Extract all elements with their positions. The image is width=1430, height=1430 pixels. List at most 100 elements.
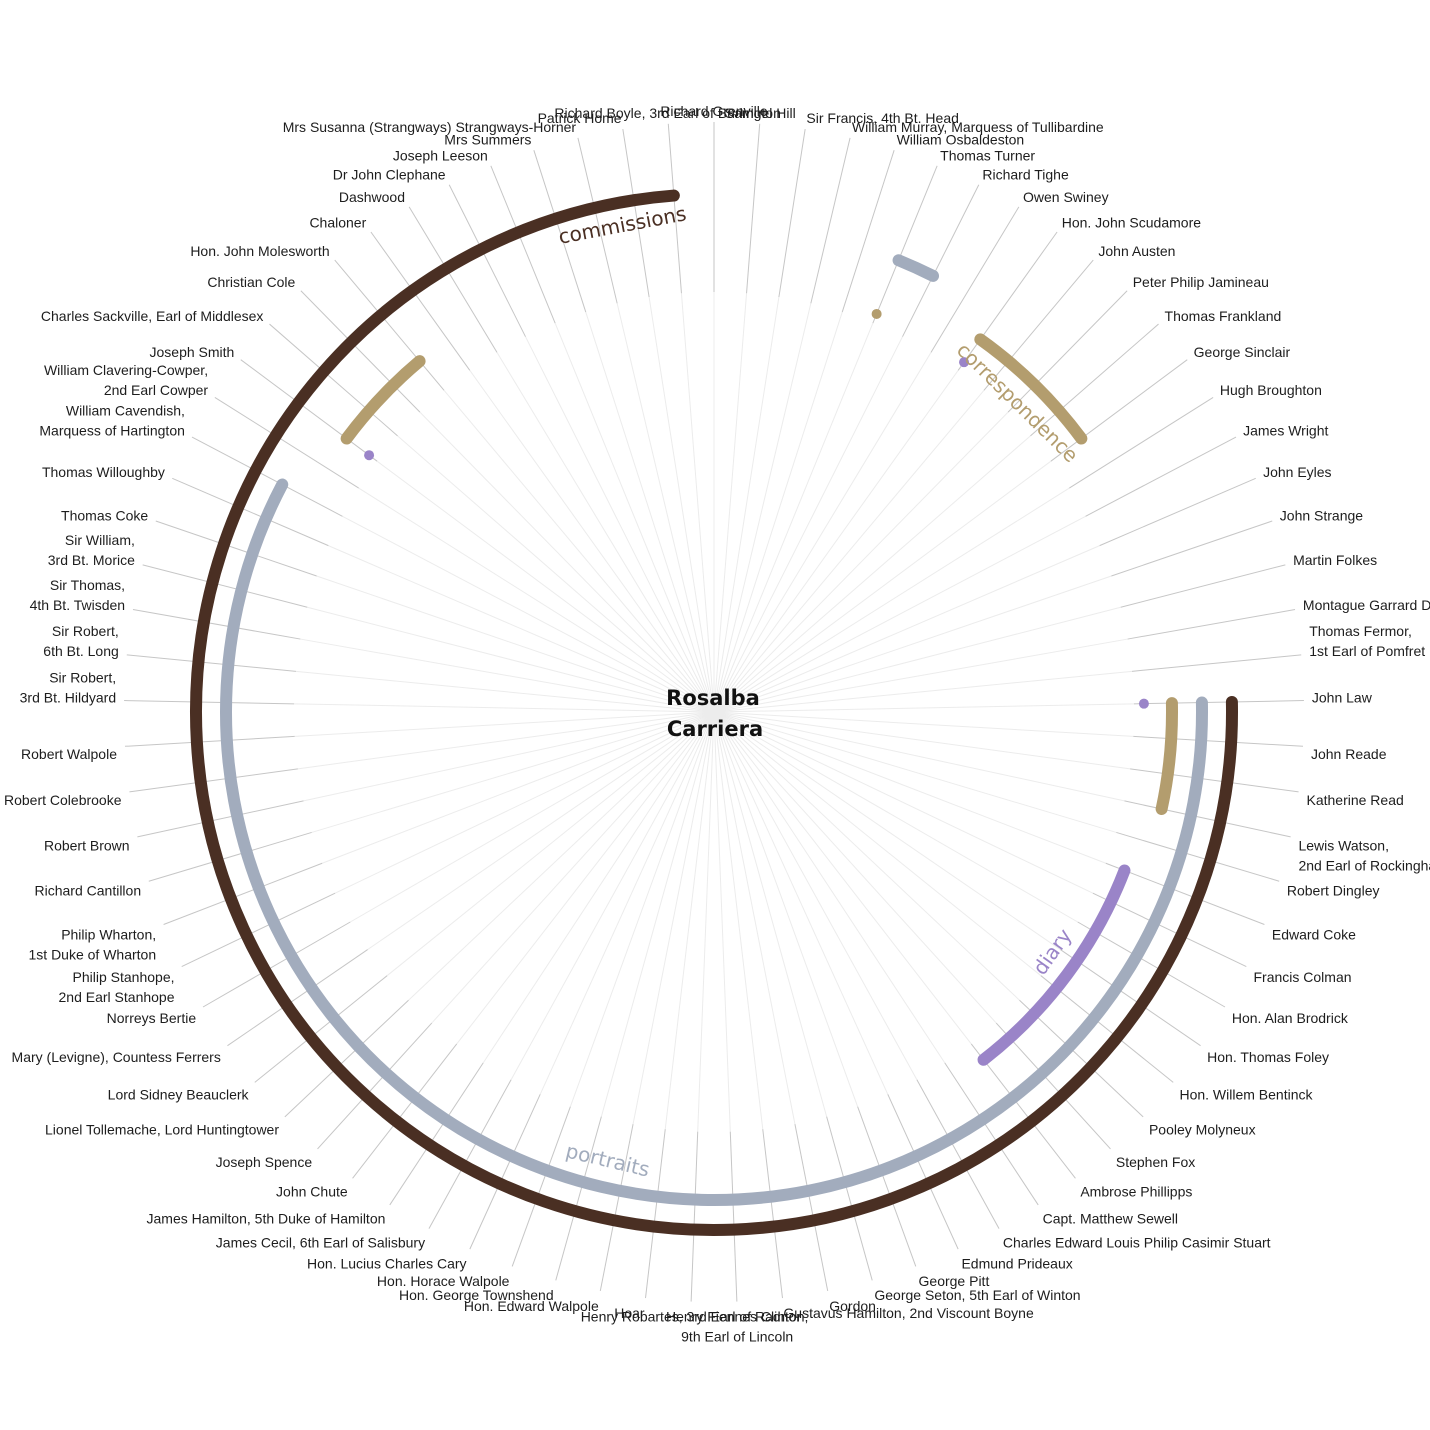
spoke-inner xyxy=(294,711,715,737)
person-label: Thomas Turner xyxy=(940,147,1035,163)
person-label: Katherine Read xyxy=(1306,792,1403,808)
spoke xyxy=(622,129,650,298)
spoke-inner xyxy=(311,711,715,833)
spoke xyxy=(887,1094,959,1250)
person-label-line: Patrick Home xyxy=(538,110,622,126)
spoke-inner xyxy=(713,515,1086,713)
person-label: Thomas Fermor,1st Earl of Pomfret xyxy=(1309,623,1425,659)
spoke xyxy=(902,184,980,337)
person-label: Mrs Summers xyxy=(444,132,531,148)
person-label: Thomas Willoughby xyxy=(42,464,165,480)
person-label-line: William Osbaldeston xyxy=(897,132,1025,148)
spoke-inner xyxy=(713,711,1134,737)
person-label: William Osbaldeston xyxy=(897,132,1025,148)
spoke xyxy=(762,1129,783,1299)
person-label: Sir William,3rd Bt. Morice xyxy=(48,532,135,568)
person-label-line: Hon. Willem Bentinck xyxy=(1179,1086,1313,1102)
person-label: Owen Swiney xyxy=(1023,189,1109,205)
person-label: John Eyles xyxy=(1263,464,1331,480)
spoke xyxy=(1105,862,1265,925)
spoke-inner xyxy=(600,711,715,1117)
person-label: James Cecil, 6th Earl of Salisbury xyxy=(216,1235,425,1251)
spoke xyxy=(746,123,761,294)
correspondence-arc xyxy=(340,355,426,445)
person-label: Peter Philip Jamineau xyxy=(1133,274,1269,290)
spoke-inner xyxy=(713,711,918,1080)
spoke xyxy=(1133,735,1304,747)
spoke xyxy=(129,768,298,793)
spoke xyxy=(269,323,398,437)
person-label: Sir Robert,3rd Bt. Hildyard xyxy=(20,669,116,705)
person-label-line: Hon. George Townshend xyxy=(399,1287,554,1303)
person-label: Robert Colebrooke xyxy=(4,792,122,808)
person-label-line: Ambrose Phillipps xyxy=(1080,1184,1192,1200)
person-label: Christian Cole xyxy=(207,274,295,290)
person-label-line: John Strange xyxy=(1280,507,1363,523)
person-label-line: George Sinclair xyxy=(1194,344,1291,360)
spoke xyxy=(1050,359,1188,462)
person-label: George Seton, 5th Earl of Winton xyxy=(874,1287,1080,1303)
correspondence-arc xyxy=(1155,697,1178,815)
person-label-line: Mary (Levigne), Countess Ferrers xyxy=(12,1049,221,1065)
person-label-line: Dashwood xyxy=(339,189,405,205)
spoke-inner xyxy=(713,545,1100,713)
spoke xyxy=(794,1124,829,1292)
person-label-line: Hon. Edward Walpole xyxy=(464,1298,599,1314)
person-label-line: Lionel Tollemache, Lord Huntingtower xyxy=(45,1121,279,1137)
spoke-inner xyxy=(350,711,715,923)
spoke xyxy=(1133,700,1304,705)
person-label-line: John Chute xyxy=(276,1184,348,1200)
person-label-line: Samuel Hill xyxy=(725,105,796,121)
spoke xyxy=(317,1022,433,1150)
spoke xyxy=(428,1079,512,1229)
person-label-line: James Cecil, 6th Earl of Salisbury xyxy=(216,1235,425,1251)
spoke xyxy=(944,1062,1039,1206)
spoke-inner xyxy=(713,296,780,713)
person-label: Sir Thomas,4th Bt. Twisden xyxy=(30,577,125,613)
spoke-inner xyxy=(316,575,715,713)
person-label-line: William Cavendish, xyxy=(66,402,185,418)
person-label: Philip Stanhope,2nd Earl Stanhope xyxy=(59,969,175,1005)
spoke xyxy=(172,477,329,547)
spoke xyxy=(1120,564,1286,608)
spoke-inner xyxy=(713,336,903,713)
person-label-line: 2nd Earl of Rockingham xyxy=(1298,858,1430,874)
person-label-line: Henry Fiennes Clinton, xyxy=(666,1309,808,1325)
person-label-line: Henry Robartes, 3rd Earl of Radnor xyxy=(581,1309,802,1325)
person-label-line: Philip Wharton, xyxy=(61,926,156,942)
person-label-line: Marquess of Hartington xyxy=(39,422,185,438)
spoke-inner xyxy=(648,296,715,713)
spoke-inner xyxy=(713,711,859,1107)
diary-arc xyxy=(977,864,1131,1066)
spoke xyxy=(1092,892,1247,967)
spoke xyxy=(124,700,295,705)
spoke xyxy=(1085,436,1237,517)
person-label: Norreys Bertie xyxy=(107,1010,197,1026)
person-label: Edmund Prideaux xyxy=(961,1255,1072,1271)
correspondence-arc-label: correspondence xyxy=(952,338,1083,467)
person-label: John Law xyxy=(1312,689,1373,705)
person-label: Lionel Tollemache, Lord Huntingtower xyxy=(45,1121,279,1137)
spoke-inner xyxy=(713,460,1052,713)
person-label: Philip Wharton,1st Duke of Wharton xyxy=(29,926,157,962)
spoke-inner xyxy=(482,711,715,1064)
person-label-line: George Pitt xyxy=(919,1273,990,1289)
person-label: Joseph Smith xyxy=(150,344,235,360)
spoke-inner xyxy=(713,711,946,1064)
spoke-inner xyxy=(713,711,796,1125)
spoke-inner xyxy=(456,711,715,1045)
spoke-inner xyxy=(443,389,715,713)
spoke-inner xyxy=(408,711,715,1001)
spoke-inner xyxy=(713,311,843,713)
person-label-line: Richard Tighe xyxy=(982,167,1069,183)
person-label-line: Hon. Lucius Charles Cary xyxy=(307,1255,467,1271)
person-label-line: Richard Grenville xyxy=(660,103,768,119)
spoke xyxy=(284,999,409,1118)
person-label: Hon. Alan Brodrick xyxy=(1232,1010,1349,1026)
commissions-arc xyxy=(189,189,1238,1236)
arcs-layer xyxy=(189,189,1238,1236)
spoke-inner xyxy=(664,711,715,1130)
spoke xyxy=(142,564,308,608)
